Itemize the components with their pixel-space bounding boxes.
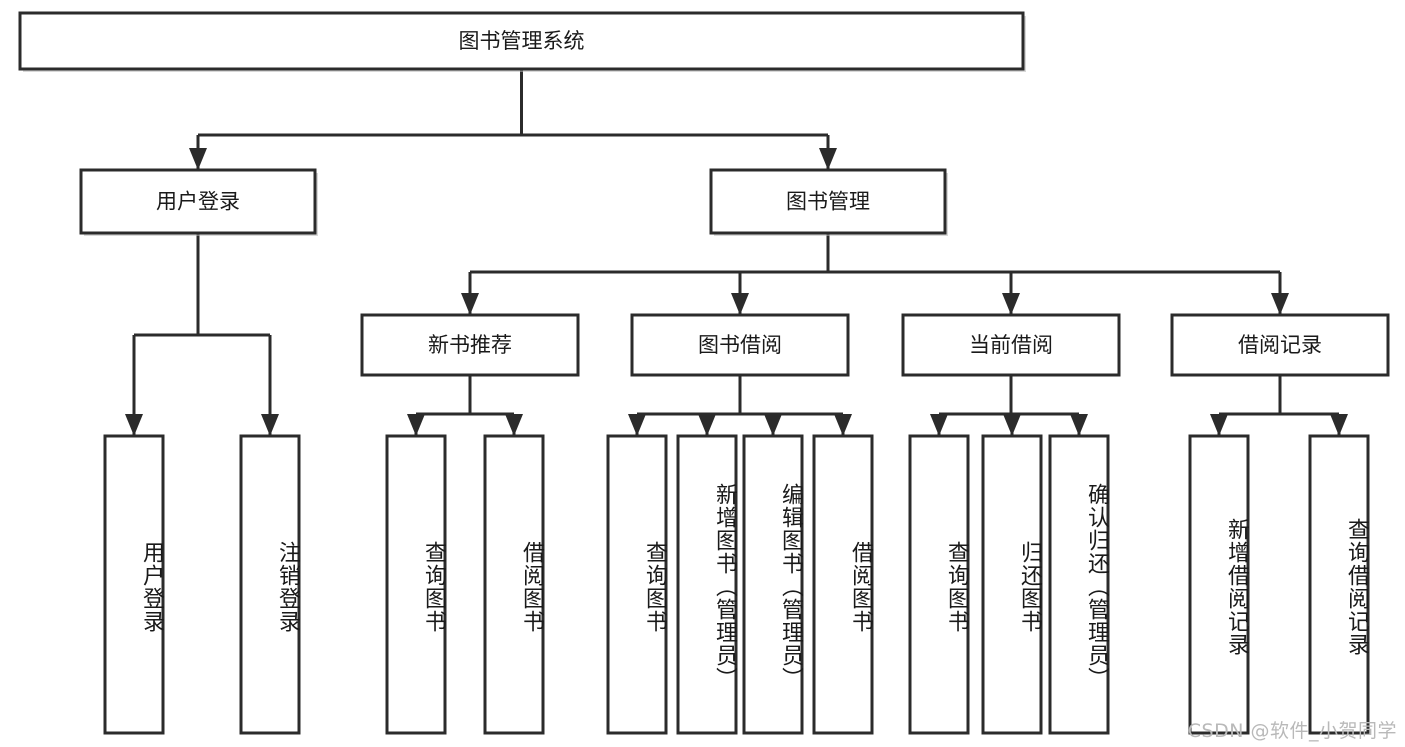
arrowhead-borrow-2 bbox=[764, 414, 782, 436]
node-图书管理 bbox=[709, 168, 947, 235]
node-root-label: 图书管理系统 bbox=[459, 29, 585, 53]
leaf-7-借阅图书 bbox=[812, 434, 874, 735]
node-借阅记录 bbox=[1170, 313, 1390, 377]
leaf-3-借阅图书 bbox=[483, 434, 545, 735]
arrowhead-mgmt-3 bbox=[1271, 293, 1289, 315]
arrowhead-current-1 bbox=[1003, 414, 1021, 436]
arrowhead-login-1 bbox=[261, 414, 279, 436]
node-新书推荐-label: 新书推荐 bbox=[428, 333, 512, 357]
leaf-12-查询借阅记录 bbox=[1308, 434, 1370, 735]
node-用户登录 bbox=[79, 168, 317, 235]
arrowhead-record-0 bbox=[1210, 414, 1228, 436]
arrowhead-current-0 bbox=[930, 414, 948, 436]
arrowhead-mgmt-0 bbox=[461, 293, 479, 315]
arrowhead-borrow-0 bbox=[628, 414, 646, 436]
connector-edges bbox=[125, 69, 1348, 436]
arrowhead-record-1 bbox=[1330, 414, 1348, 436]
arrowhead-newbook-0 bbox=[407, 414, 425, 436]
node-当前借阅-label: 当前借阅 bbox=[969, 333, 1053, 357]
leaf-6-编辑图书管理员 bbox=[742, 434, 804, 735]
node-当前借阅 bbox=[901, 313, 1121, 377]
node-root bbox=[18, 11, 1025, 71]
arrowhead-borrow-3 bbox=[834, 414, 852, 436]
arrowhead-current-2 bbox=[1070, 414, 1088, 436]
node-图书管理-label: 图书管理 bbox=[786, 190, 870, 214]
leaf-1-注销登录 bbox=[239, 434, 301, 735]
leaf-0-用户登录 bbox=[103, 434, 165, 735]
leaf-8-查询图书 bbox=[908, 434, 970, 735]
arrowhead-newbook-1 bbox=[505, 414, 523, 436]
arrowhead-mgmt-2 bbox=[1002, 293, 1020, 315]
arrowhead-borrow-1 bbox=[698, 414, 716, 436]
node-新书推荐 bbox=[360, 313, 580, 377]
node-用户登录-label: 用户登录 bbox=[156, 190, 240, 214]
leaf-2-查询图书 bbox=[385, 434, 447, 735]
leaf-9-归还图书 bbox=[981, 434, 1043, 735]
node-图书借阅-label: 图书借阅 bbox=[698, 333, 782, 357]
leaf-4-查询图书 bbox=[606, 434, 668, 735]
node-图书借阅 bbox=[630, 313, 850, 377]
leaf-11-新增借阅记录 bbox=[1188, 434, 1250, 735]
leaf-5-新增图书管理员 bbox=[676, 434, 738, 735]
arrowhead-root-1 bbox=[819, 148, 837, 170]
leaf-10-确认归还管理员 bbox=[1048, 434, 1110, 735]
arrowhead-root-0 bbox=[189, 148, 207, 170]
node-借阅记录-label: 借阅记录 bbox=[1238, 333, 1322, 357]
watermark-text: CSDN @软件_小贺同学 bbox=[1187, 720, 1397, 742]
arrowhead-mgmt-1 bbox=[731, 293, 749, 315]
node-boxes bbox=[18, 11, 1390, 735]
arrowhead-login-0 bbox=[125, 414, 143, 436]
